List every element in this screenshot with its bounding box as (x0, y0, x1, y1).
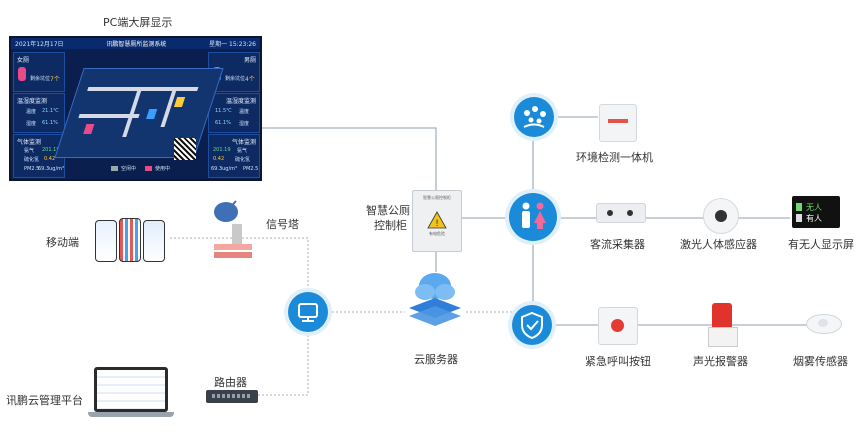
gas-right-pm-value: 69.3ug/m³ (211, 166, 238, 172)
temp-right-label: 温度 (239, 109, 250, 115)
laptop-icon (88, 367, 174, 419)
screen-time: 星期一 15:23:26 (209, 41, 256, 48)
smoke-label: 烟雾传感器 (793, 355, 848, 368)
temp-right-panel: 温湿度监测 11.5℃ 温度 61.1% 湿度 (208, 93, 260, 133)
env-label: 环境检测一体机 (576, 151, 653, 164)
smoke-sensor-icon (806, 310, 842, 336)
laser-sensor-icon (703, 198, 739, 234)
gas-left-h2s: 硫化氢 (24, 157, 40, 163)
female-vacancy-label: 剩余坑位 (30, 76, 51, 82)
router-dashed-line (258, 332, 309, 396)
hum-left-label: 湿度 (26, 121, 37, 127)
vacant-legend-swatch (111, 166, 118, 171)
gas-right-panel: 气体监测 201.19 氨气 0.42 硫化氢 69.3ug/m³ PM2.5 (208, 134, 260, 178)
gas-left-h2s-value: 0.42 (44, 156, 56, 162)
gas-right-h2s: 硫化氢 (235, 157, 251, 163)
gas-right-h2s-value: 0.42 (213, 156, 225, 162)
pc-big-screen: 2021年12月17日 讯鹏智慧厕所监测系统 星期一 15:23:26 女厕 剩… (9, 36, 262, 181)
used-legend: 使用中 (155, 166, 171, 172)
gas-left-pm-value: 69.3ug/m³ (38, 166, 65, 172)
signal-tower-icon (208, 198, 254, 262)
safety-shield-icon (512, 305, 552, 345)
env-monitor-circle-icon (514, 97, 554, 137)
screen-system-title: 讯鹏智慧厕所监测系统 (106, 41, 167, 48)
sos-label: 紧急呼叫按钮 (585, 355, 651, 368)
screen-date: 2021年12月17日 (15, 41, 64, 48)
female-title: 女厕 (17, 57, 30, 64)
network-hub-icon (288, 292, 328, 332)
cloud-platform-label: 讯鹏云管理平台 (6, 394, 83, 407)
router-label: 路由器 (214, 376, 247, 389)
control-cabinet-icon: 智慧公厕控制柜 ! 有电危险 (412, 190, 462, 252)
gas-left-ammonia: 氨气 (24, 148, 35, 154)
tower-label: 信号塔 (266, 218, 299, 231)
flow-collector-icon (596, 203, 646, 223)
temp-right-value: 11.5℃ (215, 108, 232, 114)
gas-right-ammonia: 氨气 (237, 148, 248, 154)
occupancy-used-text: 有人 (806, 214, 822, 223)
hum-right-value: 61.1% (215, 120, 231, 126)
temp-left-panel: 温湿度监测 温度 21.1℃ 湿度 61.1% (13, 93, 65, 133)
male-vacancy-label: 剩余坑位 (225, 76, 246, 82)
alarm-label: 声光报警器 (693, 355, 748, 368)
cabinet-label-line2: 控制柜 (374, 219, 407, 232)
gas-left-pm: PM2.5 (24, 166, 40, 172)
occupancy-vacant-text: 无人 (806, 203, 822, 212)
female-panel: 女厕 剩余坑位 7个 (13, 52, 65, 92)
qr-code (174, 138, 196, 160)
hum-left-value: 61.1% (42, 120, 58, 126)
gas-right-title: 气体监测 (231, 139, 256, 146)
pc-to-cabinet-line (262, 127, 437, 190)
gas-left-title: 气体监测 (17, 139, 42, 146)
gas-right-ammonia-value: 201.19 (213, 147, 231, 153)
mobile-phones (95, 218, 165, 262)
env-device-icon (599, 104, 637, 142)
router-icon (206, 390, 258, 403)
cabinet-label-line1: 智慧公厕 (366, 204, 410, 217)
toilet-hub-icon (509, 193, 557, 241)
pc-screen-caption: PC端大屏显示 (103, 16, 173, 29)
occupancy-label: 有无人显示屏 (788, 238, 854, 251)
male-vacancy-value: 4个 (245, 76, 255, 83)
sos-button-icon (598, 307, 638, 345)
female-icon (18, 67, 26, 81)
vacant-legend: 空闲中 (121, 166, 137, 172)
mobile-label: 移动端 (46, 236, 79, 249)
laser-label: 激光人体感应器 (680, 238, 757, 251)
male-title: 男厕 (243, 57, 256, 64)
used-legend-swatch (145, 166, 152, 171)
alarm-icon (706, 303, 738, 347)
occupancy-display-icon: 无人 有人 (792, 196, 840, 228)
floorplan-3d (54, 68, 224, 158)
gas-right-pm: PM2.5 (243, 166, 259, 172)
svg-text:!: ! (435, 219, 439, 229)
hum-right-label: 湿度 (239, 121, 250, 127)
gas-left-ammonia-value: 201.19 (42, 147, 60, 153)
temp-left-label: 温度 (26, 109, 37, 115)
flow-label: 客流采集器 (590, 238, 645, 251)
cloud-server-icon (405, 268, 465, 332)
cloud-server-label: 云服务器 (414, 353, 458, 366)
screen-header: 2021年12月17日 讯鹏智慧厕所监测系统 星期一 15:23:26 (11, 38, 260, 49)
female-vacancy-value: 7个 (50, 76, 60, 83)
cabinet-panel-text: 智慧公厕控制柜 (423, 195, 451, 200)
mobile-dashed-line (170, 237, 309, 292)
temp-left-title: 温湿度监测 (17, 98, 48, 105)
cabinet-warn-text: 有电危险 (429, 231, 445, 236)
temp-right-title: 温湿度监测 (225, 98, 256, 105)
temp-left-value: 21.1℃ (42, 108, 59, 114)
